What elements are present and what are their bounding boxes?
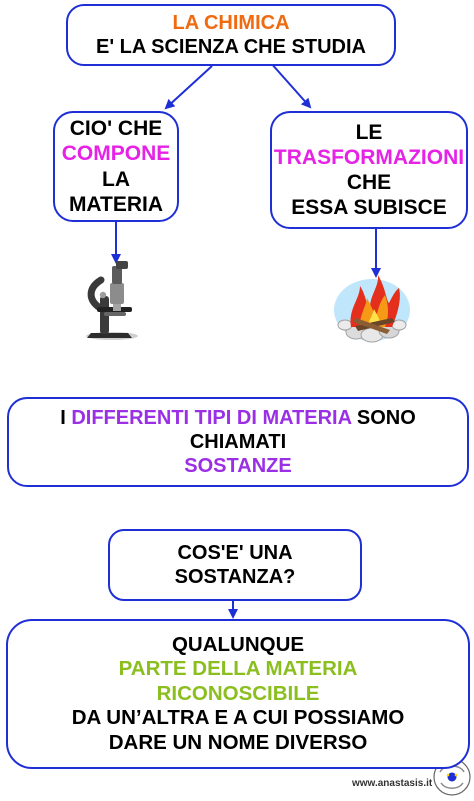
middle-line-2: CHIAMATI — [189, 431, 287, 453]
middle-line-1-prefix: I — [60, 407, 72, 429]
right-text-3: CHE — [346, 171, 392, 194]
title-subtitle: E' LA SCIENZA CHE STUDIA — [96, 36, 366, 58]
right-text-2: TRASFORMAZIONI — [273, 145, 465, 169]
answer-line-5: DARE UN NOME DIVERSO — [108, 730, 368, 754]
right-text-1: LE — [355, 120, 383, 144]
left-text-1: CIO' CHE — [69, 117, 163, 141]
question-box: COS'E' UNA SOSTANZA? — [108, 529, 362, 601]
title-box: LA CHIMICA E' LA SCIENZA CHE STUDIA — [66, 4, 396, 66]
middle-line-1-suffix: SONO — [351, 407, 416, 429]
campfire-icon — [334, 275, 410, 343]
left-text-3: LA — [102, 167, 130, 191]
answer-line-3: RICONOSCIBILE — [156, 681, 320, 705]
middle-line-1: I DIFFERENTI TIPI DI MATERIA SONO — [60, 406, 416, 430]
arrow-top-to-left — [164, 65, 213, 110]
answer-box: QUALUNQUE PARTE DELLA MATERIA RICONOSCIB… — [6, 619, 470, 769]
answer-line-4: DA UN’ALTRA E A CUI POSSIAMO — [71, 706, 405, 730]
left-text-2: COMPONE — [61, 142, 171, 166]
website-credit: www.anastasis.it — [352, 778, 433, 789]
right-text-4: ESSA SUBISCE — [291, 196, 447, 220]
question-line-2: SOSTANZA? — [174, 566, 296, 588]
title-main: LA CHIMICA — [172, 12, 290, 34]
middle-line-1-accent: DIFFERENTI TIPI DI MATERIA — [71, 407, 352, 429]
substance-definition-box: I DIFFERENTI TIPI DI MATERIA SONO CHIAMA… — [7, 397, 469, 487]
question-line-1: COS'E' UNA — [177, 542, 293, 564]
middle-line-3: SOSTANZE — [184, 455, 292, 477]
answer-line-1: QUALUNQUE — [171, 632, 305, 656]
left-concept-box: CIO' CHE COMPONE LA MATERIA — [53, 111, 179, 222]
answer-line-2: PARTE DELLA MATERIA — [118, 657, 358, 681]
microscope-icon — [86, 261, 138, 340]
left-text-4: MATERIA — [68, 192, 164, 216]
arrow-top-to-right — [269, 61, 312, 109]
right-concept-box: LE TRASFORMAZIONI CHE ESSA SUBISCE — [270, 111, 468, 229]
